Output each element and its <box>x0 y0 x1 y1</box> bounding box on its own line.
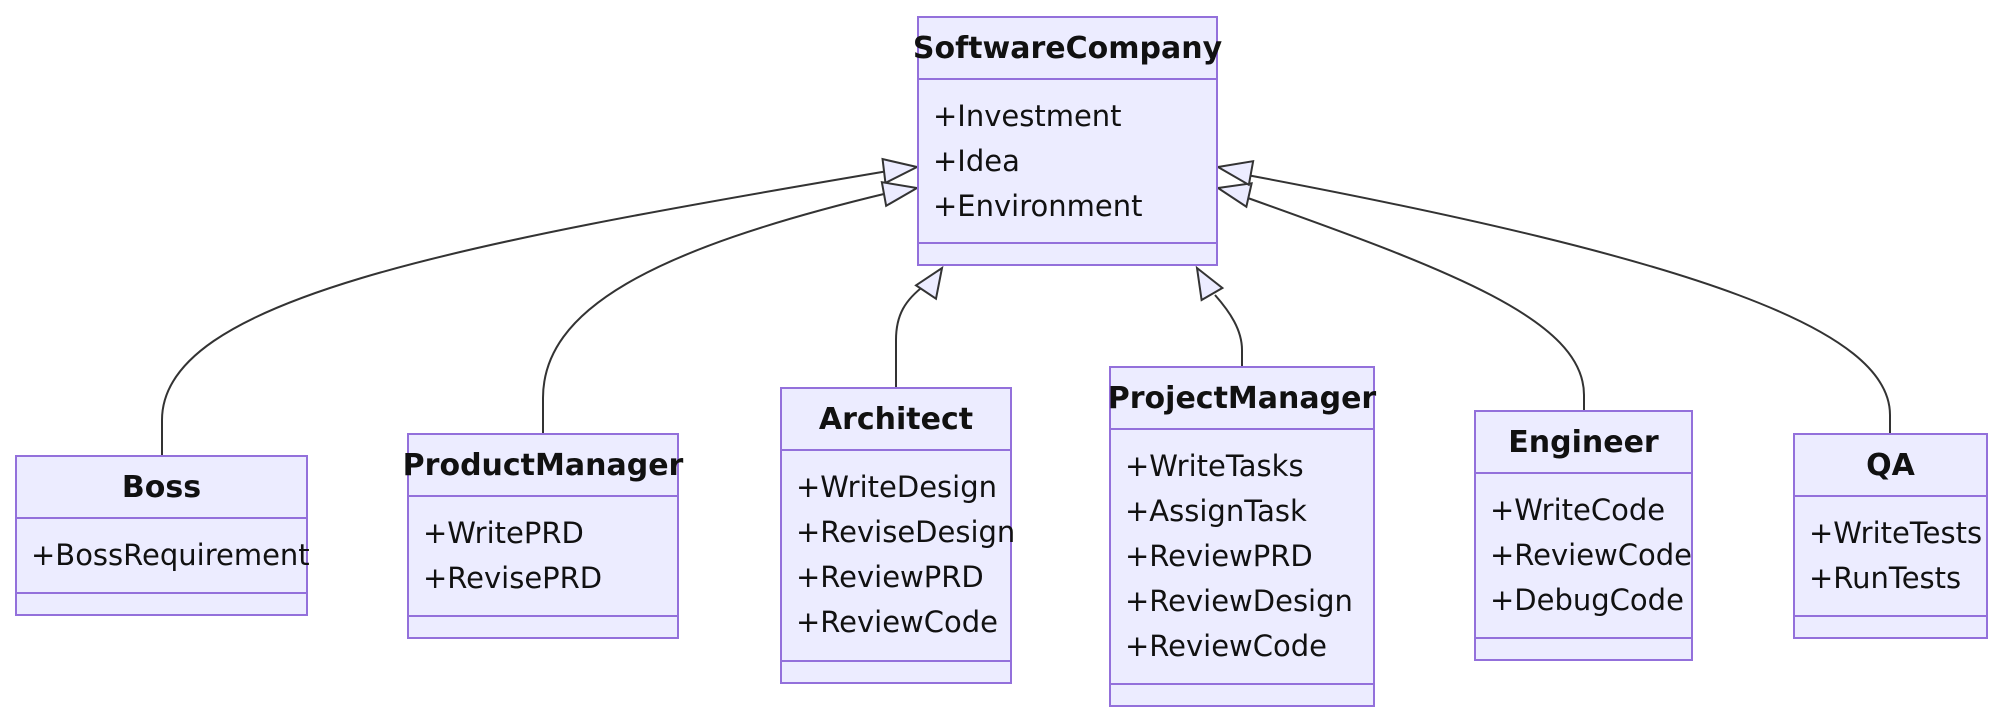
class-name: QA <box>1795 435 1986 497</box>
attribute: +ReviewCode <box>1125 629 1328 663</box>
inheritance-arrowhead-projectmanager <box>1195 265 1225 302</box>
inheritance-edge-projectmanager <box>1214 294 1243 366</box>
attribute: +ReviewCode <box>796 605 999 639</box>
inheritance-edge-architect <box>895 284 926 387</box>
inheritance-edge-boss <box>161 170 889 455</box>
class-methods <box>1795 615 1986 637</box>
attribute: +WriteTests <box>1809 516 1983 550</box>
class-name: Engineer <box>1476 412 1691 474</box>
class-name: ProjectManager <box>1108 368 1376 430</box>
class-boss[interactable]: Boss +BossRequirement <box>15 455 310 616</box>
inheritance-arrowhead-qa <box>1215 159 1255 187</box>
attribute: +RevisePRD <box>423 561 603 595</box>
class-attributes: +Investment +Idea +Environment <box>919 80 1216 239</box>
inheritance-edge-qa <box>1246 174 1891 433</box>
class-softwarecompany[interactable]: SoftwareCompany +Investment +Idea +Envir… <box>913 16 1222 266</box>
class-attributes: +WritePRD +RevisePRD <box>409 497 677 611</box>
class-methods <box>1476 637 1691 659</box>
class-methods <box>919 242 1216 264</box>
class-methods <box>782 660 1010 682</box>
class-attributes: +BossRequirement <box>17 519 310 588</box>
inheritance-arrowhead-productmanager <box>880 180 920 208</box>
attribute: +WriteCode <box>1490 493 1666 527</box>
attribute: +ReviseDesign <box>796 515 1016 549</box>
class-qa[interactable]: QA +WriteTests +RunTests <box>1793 433 1988 639</box>
inheritance-arrowhead-architect <box>914 265 944 301</box>
inheritance-edge-engineer <box>1244 196 1585 410</box>
attribute: +ReviewDesign <box>1125 584 1353 618</box>
attribute: +WriteDesign <box>796 470 997 504</box>
class-name: Architect <box>782 389 1010 451</box>
attribute: +RunTests <box>1809 561 1962 595</box>
class-methods <box>17 592 306 614</box>
attribute: +Investment <box>933 99 1122 133</box>
inheritance-arrowhead-boss <box>881 157 920 185</box>
class-methods <box>1111 683 1373 705</box>
class-productmanager[interactable]: ProductManager +WritePRD +RevisePRD <box>403 433 683 639</box>
class-name: Boss <box>17 457 306 519</box>
attribute: +Environment <box>933 189 1143 223</box>
attribute: +ReviewCode <box>1490 538 1693 572</box>
class-attributes: +WriteTests +RunTests <box>1795 497 1986 611</box>
class-methods <box>409 615 677 637</box>
class-attributes: +WriteDesign +ReviseDesign +ReviewPRD +R… <box>782 451 1016 655</box>
inheritance-arrowhead-engineer <box>1215 182 1253 209</box>
class-attributes: +WriteTasks +AssignTask +ReviewPRD +Revi… <box>1111 430 1373 679</box>
class-engineer[interactable]: Engineer +WriteCode +ReviewCode +DebugCo… <box>1474 410 1693 661</box>
attribute: +WritePRD <box>423 516 584 550</box>
class-name: SoftwareCompany <box>913 18 1222 80</box>
attribute: +ReviewPRD <box>796 560 984 594</box>
class-architect[interactable]: Architect +WriteDesign +ReviseDesign +Re… <box>780 387 1016 684</box>
class-attributes: +WriteCode +ReviewCode +DebugCode <box>1476 474 1693 633</box>
class-name: ProductManager <box>403 435 683 497</box>
attribute: +ReviewPRD <box>1125 539 1313 573</box>
attribute: +Idea <box>933 144 1020 178</box>
inheritance-edge-productmanager <box>542 192 889 433</box>
attribute: +BossRequirement <box>31 538 310 572</box>
attribute: +WriteTasks <box>1125 449 1304 483</box>
class-projectmanager[interactable]: ProjectManager +WriteTasks +AssignTask +… <box>1108 366 1376 707</box>
attribute: +DebugCode <box>1490 583 1684 617</box>
attribute: +AssignTask <box>1125 494 1307 528</box>
